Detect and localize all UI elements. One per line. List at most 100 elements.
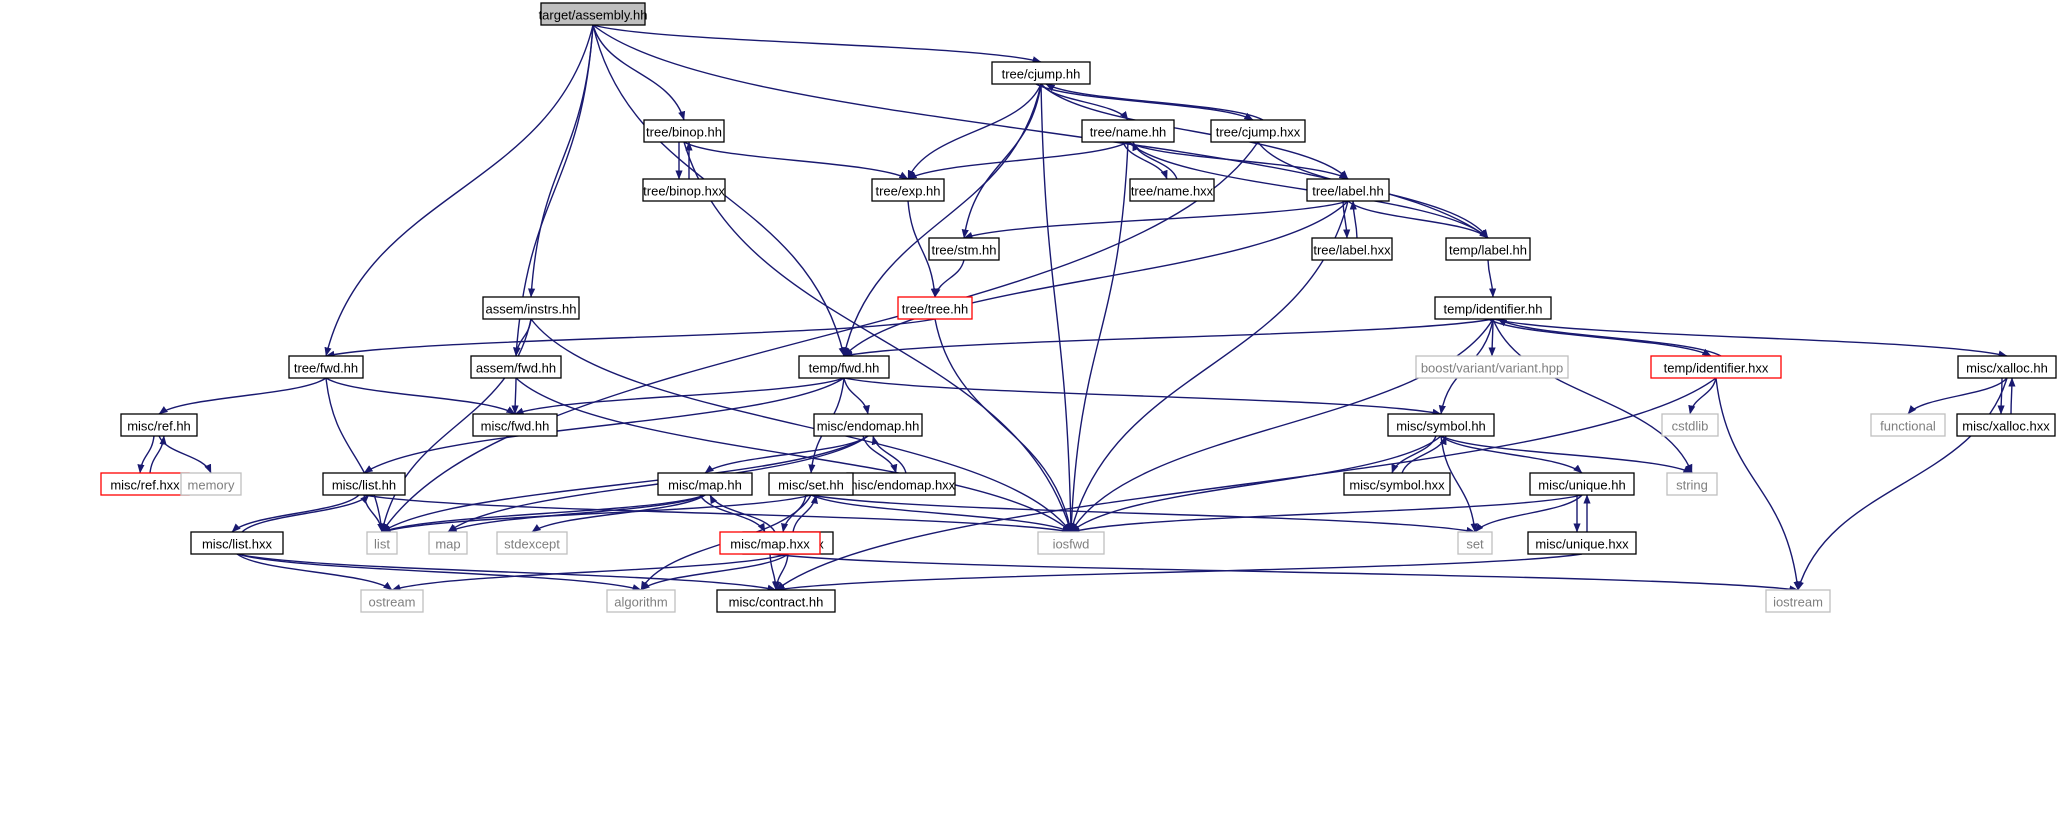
node-stm[interactable]: tree/stm.hh xyxy=(928,237,1000,261)
node-xalloc[interactable]: misc/xalloc.hh xyxy=(1957,355,2057,379)
node-templabel[interactable]: temp/label.hh xyxy=(1445,237,1531,261)
node-exp[interactable]: tree/exp.hh xyxy=(871,178,945,202)
node-label: temp/label.hh xyxy=(1449,243,1527,258)
edge-instrs-to-iosfwd xyxy=(530,318,1072,533)
node-endomap[interactable]: misc/endomap.hh xyxy=(813,413,923,437)
edge-assembly-to-treefwd xyxy=(324,24,594,357)
edge-set-to-iosfwd xyxy=(810,494,1072,533)
node-list[interactable]: misc/list.hh xyxy=(322,472,406,496)
edge-ref-to-refhxx xyxy=(137,435,155,474)
edge-treelabel-to-iosfwd xyxy=(1069,200,1349,533)
node-assemfwd[interactable]: assem/fwd.hh xyxy=(470,355,562,379)
edge-cjumphxx-to-cjump xyxy=(1045,83,1264,121)
node-unique[interactable]: misc/unique.hh xyxy=(1529,472,1635,496)
edge-xalloc-to-functional xyxy=(1907,377,2008,415)
node-contract[interactable]: misc/contract.hh xyxy=(716,589,836,613)
node-ref[interactable]: misc/ref.hh xyxy=(120,413,198,437)
edge-treelabel-to-templabel xyxy=(1347,200,1489,239)
edge-cjump-to-tempfwd xyxy=(842,83,1042,357)
edge-identhxx-to-contract xyxy=(775,377,1717,591)
edge-identhxx-to-identifier xyxy=(1497,318,1722,357)
edge-symbol-to-stdset xyxy=(1440,435,1478,533)
node-refhxx[interactable]: misc/ref.hxx xyxy=(100,472,190,496)
edge-endomaphxx-to-endomap xyxy=(871,435,907,474)
node-label: map xyxy=(435,537,460,552)
node-label: misc/xalloc.hh xyxy=(1966,361,2048,376)
node-label: misc/list.hxx xyxy=(202,537,273,552)
node-label: assem/instrs.hh xyxy=(485,302,576,317)
node-assembly[interactable]: target/assembly.hh xyxy=(539,2,648,26)
edge-assembly-to-instrs xyxy=(527,24,594,298)
node-treefwd[interactable]: tree/fwd.hh xyxy=(288,355,364,379)
node-xallochxx[interactable]: misc/xalloc.hxx xyxy=(1956,413,2056,437)
node-label: misc/endomap.hxx xyxy=(847,478,956,493)
node-label: cstdlib xyxy=(1672,419,1709,434)
node-stdmap: map xyxy=(428,531,468,555)
node-label: misc/xalloc.hxx xyxy=(1962,419,2050,434)
node-label: tree/label.hh xyxy=(1312,184,1384,199)
edge-name-to-iosfwd xyxy=(1067,141,1129,533)
edge-treelabel-to-stm xyxy=(963,200,1349,239)
node-label: tree/fwd.hh xyxy=(294,361,358,376)
node-label: tree/label.hxx xyxy=(1313,243,1391,258)
node-uniquehxx[interactable]: misc/unique.hxx xyxy=(1527,531,1637,555)
node-set[interactable]: misc/set.hh xyxy=(768,472,854,496)
node-label: iostream xyxy=(1773,595,1823,610)
node-label: misc/contract.hh xyxy=(729,595,824,610)
node-binophxx[interactable]: tree/binop.hxx xyxy=(642,178,726,202)
node-label: misc/ref.hxx xyxy=(110,478,180,493)
edge-endomap-to-stdlist xyxy=(381,435,869,533)
node-label: misc/fwd.hh xyxy=(481,419,550,434)
node-stdset: set xyxy=(1457,531,1493,555)
node-map[interactable]: misc/map.hh xyxy=(657,472,753,496)
node-label: tree/cjump.hxx xyxy=(1216,125,1301,140)
node-miscfwd[interactable]: misc/fwd.hh xyxy=(472,413,558,437)
edge-ref-to-memory xyxy=(158,435,212,474)
node-binop[interactable]: tree/binop.hh xyxy=(643,119,725,143)
edge-treefwd-to-ref xyxy=(158,377,327,415)
node-symbol[interactable]: misc/symbol.hh xyxy=(1387,413,1495,437)
node-tree[interactable]: tree/tree.hh xyxy=(897,296,973,320)
edge-list-to-stdlist xyxy=(363,494,385,533)
edge-sethxx-to-set xyxy=(792,494,818,533)
node-listhxx[interactable]: misc/list.hxx xyxy=(190,531,284,555)
node-label: temp/identifier.hh xyxy=(1443,302,1542,317)
edge-map-to-stdexcept xyxy=(531,494,706,533)
node-label: tree/name.hh xyxy=(1090,125,1167,140)
edge-tempfwd-to-list xyxy=(363,377,845,474)
edge-symbol-to-symbolhxx xyxy=(1391,435,1437,474)
node-instrs[interactable]: assem/instrs.hh xyxy=(482,296,580,320)
edge-listhxx-to-list xyxy=(241,494,370,533)
node-treelabel[interactable]: tree/label.hh xyxy=(1306,178,1390,202)
node-endomaphxx[interactable]: misc/endomap.hxx xyxy=(846,472,956,496)
node-label: misc/ref.hh xyxy=(127,419,191,434)
edge-maphxx-to-iostream xyxy=(769,553,1799,593)
edge-map-to-stdlist xyxy=(381,494,706,533)
edge-maphxx-to-map xyxy=(709,494,776,533)
node-identifier[interactable]: temp/identifier.hh xyxy=(1434,296,1552,320)
node-treelabelhxx[interactable]: tree/label.hxx xyxy=(1311,237,1393,261)
node-label: string xyxy=(1676,478,1708,493)
edge-treefwd-to-miscfwd xyxy=(325,377,516,415)
node-label: stdexcept xyxy=(504,537,560,552)
node-identhxx[interactable]: temp/identifier.hxx xyxy=(1650,355,1782,379)
edge-unique-to-iosfwd xyxy=(1070,494,1583,534)
edge-xalloc-to-iostream xyxy=(1796,377,2008,591)
edge-identifier-to-identhxx xyxy=(1487,318,1712,357)
edge-endomap-to-endomaphxx xyxy=(862,435,898,474)
edge-templabel-to-identifier xyxy=(1487,259,1497,298)
node-tempfwd[interactable]: temp/fwd.hh xyxy=(798,355,890,379)
node-symbolhxx[interactable]: misc/symbol.hxx xyxy=(1343,472,1451,496)
node-cjumphxx[interactable]: tree/cjump.hxx xyxy=(1210,119,1306,143)
node-label: misc/symbol.hxx xyxy=(1349,478,1445,493)
node-label: temp/fwd.hh xyxy=(809,361,880,376)
edge-assemfwd-to-miscfwd xyxy=(511,377,519,415)
edge-listhxx-to-algorithm xyxy=(236,553,642,592)
node-cjump[interactable]: tree/cjump.hh xyxy=(991,61,1091,85)
edge-set-to-stdlist xyxy=(381,494,812,534)
node-memory: memory xyxy=(180,472,242,496)
node-maphxx[interactable]: misc/map.hxx xyxy=(719,531,821,555)
node-name[interactable]: tree/name.hh xyxy=(1081,119,1175,143)
edge-refhxx-to-ref xyxy=(149,435,167,474)
node-namehxx[interactable]: tree/name.hxx xyxy=(1129,178,1215,202)
